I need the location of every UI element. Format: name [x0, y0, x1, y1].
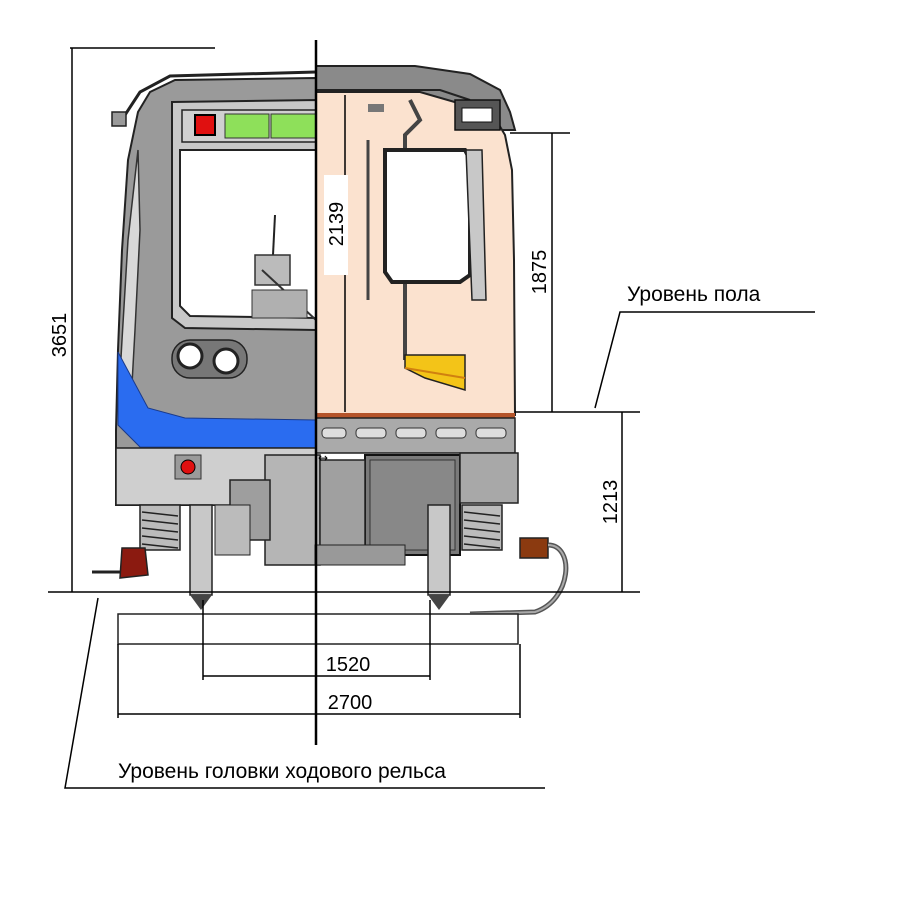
headlight-right — [212, 347, 240, 375]
dim-car-width: 2700 — [328, 692, 373, 714]
dim-overall-height: 3651 — [49, 313, 71, 358]
side-window — [383, 148, 472, 284]
dim-door-height: 2139 — [326, 202, 348, 247]
dim-window-height: 1875 — [529, 250, 551, 295]
spring-left — [139, 504, 181, 551]
floor-level-line — [316, 413, 515, 418]
left-right-arrow-icon: ↔ — [318, 451, 328, 465]
car-section-right-half — [315, 65, 517, 454]
current-collector-right — [519, 537, 549, 559]
dim-floor-height: 1213 — [600, 480, 622, 525]
frame-slots — [321, 427, 507, 439]
route-signal-red — [194, 114, 216, 136]
headlight-cluster — [171, 339, 248, 379]
wheel-left — [189, 504, 213, 596]
dim-track-gauge: 1520 — [326, 654, 371, 676]
wheel-right — [427, 504, 451, 596]
spring-right — [461, 504, 503, 551]
destination-display-green-left — [224, 113, 270, 139]
headlight-left — [176, 342, 204, 370]
undercarriage: ↔ — [92, 451, 569, 617]
track-bed — [48, 591, 640, 645]
label-floor-level: Уровень пола — [627, 283, 761, 306]
label-rail-head-level: Уровень головки ходового рельса — [118, 760, 446, 783]
current-collector-left — [119, 547, 149, 579]
destination-display-green-right — [270, 113, 317, 139]
car-exterior-left-half — [111, 70, 317, 506]
